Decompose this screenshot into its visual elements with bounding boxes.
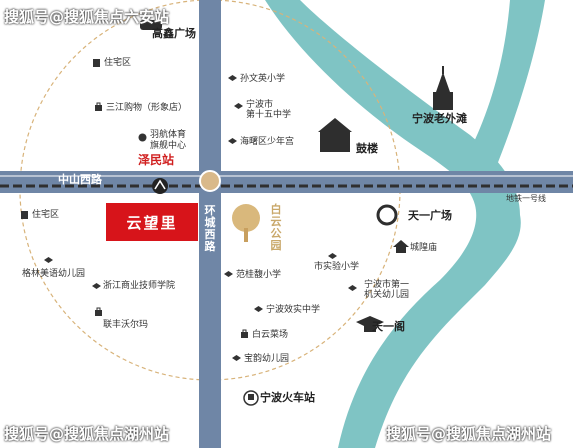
park-tree-trunk [244, 228, 248, 242]
school-icon [328, 253, 337, 259]
building-icon [93, 59, 100, 67]
metro-line-label: 地铁一号线 [506, 194, 546, 203]
shopping-bag-icon [95, 307, 102, 316]
watermark-top-left: 搜狐号@搜狐焦点六安站 [4, 8, 170, 26]
road-label-huancheng: 环城西路 [204, 204, 216, 253]
poi-zhejiang-tech: 浙江商业技师学院 [103, 281, 176, 291]
school-icon [348, 285, 357, 291]
school-icon [92, 283, 101, 289]
poi-residential-nw: 住宅区 [104, 58, 132, 68]
poi-sunwenying: 孙文英小学 [240, 74, 286, 84]
building-icon [21, 211, 28, 219]
shopping-bag-icon [95, 102, 102, 111]
poi-drum-tower: 鼓楼 [356, 142, 378, 155]
poi-old-bund: 宁波老外滩 [412, 112, 467, 125]
school-icon [224, 271, 233, 277]
poi-baiyun-market: 白云菜场 [252, 330, 289, 340]
poi-no1-kg-2: 机关幼儿园 [364, 290, 410, 300]
river-branch [470, 0, 545, 170]
school-icon [228, 138, 237, 144]
poi-gaoxin-plaza: 高鑫广场 [152, 27, 196, 40]
poi-city-god-temple: 城隍庙 [410, 243, 438, 253]
station-marker-glyph [154, 179, 166, 190]
shopping-bag-icon [241, 329, 248, 338]
poi-walmart: 联丰沃尔玛 [103, 320, 149, 330]
poi-shiyan-primary: 市实验小学 [314, 262, 360, 272]
train-station-icon-inner [248, 394, 254, 400]
school-icon [228, 75, 237, 81]
poi-tianyi-plaza: 天一广场 [408, 209, 452, 222]
tianyi-plaza-icon [376, 204, 398, 226]
road-huancheng [199, 0, 221, 448]
poi-no1-kg-1: 宁波市第一 [364, 280, 410, 290]
train-station-icon [243, 390, 259, 406]
zemin-station-label: 泽民站 [138, 153, 175, 167]
watermark-bottom-right: 搜狐号@搜狐焦点湖州站 [386, 425, 552, 443]
poi-gelin: 格林美语幼儿园 [22, 269, 86, 279]
poi-yuhang-1: 羽航体育 [150, 130, 187, 140]
school-icon [254, 306, 263, 312]
ningbo-railway-label: 宁波火车站 [260, 391, 315, 404]
poi-residential-w: 住宅区 [32, 210, 60, 220]
poi-fanguixiu: 范桂馥小学 [236, 270, 282, 280]
old-bund-church-icon [433, 66, 453, 110]
watermark-bottom-left: 搜狐号@搜狐焦点湖州站 [4, 425, 170, 443]
zemin-station-marker [152, 178, 168, 194]
road-label-zhongshan: 中山西路 [58, 173, 102, 186]
poi-sanjiang: 三江购物（形象店） [106, 103, 188, 113]
river [265, 0, 521, 448]
temple-icon [393, 240, 409, 253]
school-icon [232, 355, 241, 361]
project-name: 云望里 [126, 213, 178, 232]
poi-haishu-youth: 海曙区少年宫 [240, 137, 295, 147]
tianyi-pavilion-icon [356, 316, 384, 332]
drum-tower-icon [318, 118, 352, 152]
poi-baoyun-kg: 宝韵幼儿园 [244, 354, 290, 364]
gaoxin-plaza-icon [140, 20, 162, 30]
school-icon [44, 257, 53, 263]
poi-yuhang-2: 旗舰中心 [150, 141, 187, 151]
poi-xiaoshi: 宁波效实中学 [266, 305, 321, 315]
roundabout [199, 170, 221, 192]
sports-icon [138, 133, 147, 142]
poi-tianyi-pavilion: 天一阁 [372, 320, 405, 333]
poi-no15-1: 宁波市 [246, 100, 274, 110]
park-label: 白云公园 [270, 203, 282, 252]
project-logo: 云望里 [106, 203, 198, 241]
school-icon [234, 103, 243, 109]
park-tree [232, 204, 260, 232]
poi-no15-2: 第十五中学 [246, 110, 292, 120]
